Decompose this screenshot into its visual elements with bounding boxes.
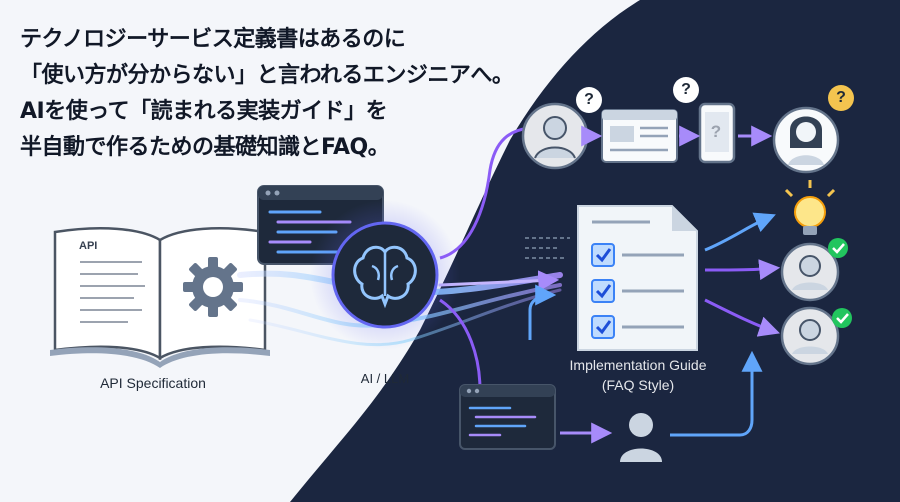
user-avatar-icon (521, 102, 589, 170)
user-avatar-icon (780, 306, 840, 366)
question-bubble-icon: ? (576, 87, 602, 113)
gear-icon (183, 257, 243, 317)
ai-output-connectors (439, 126, 531, 391)
phone-question-mark: ? (710, 122, 722, 141)
user-silhouette-icon (620, 413, 662, 462)
implementation-guide-caption: Implementation Guide (FAQ Style) (548, 355, 728, 395)
checkmark-icon (828, 238, 848, 258)
question-bubble-icon: ? (673, 77, 699, 103)
headline-line-4: 半自動で作るための基礎知識とFAQ。 (20, 135, 390, 160)
headline-line-1: テクノロジーサービス定義書はあるのに (20, 27, 406, 52)
lightbulb-icon (784, 180, 836, 235)
brain-icon (331, 221, 439, 329)
ai-llm-caption: AI / LLM (360, 371, 410, 386)
checkmark-icon (832, 308, 852, 328)
headline: テクノロジーサービス定義書はあるのに 「使い方が分からない」と言われるエンジニア… (20, 22, 514, 166)
code-window-icon (459, 384, 556, 450)
guide-caption-line-1: Implementation Guide (569, 357, 707, 373)
user-avatar-icon (780, 242, 840, 302)
api-specification-caption: API Specification (100, 375, 206, 391)
headline-line-2: 「使い方が分からない」と言われるエンジニアへ。 (20, 63, 514, 88)
user-avatar-icon (772, 106, 840, 174)
code-hint-lines (525, 237, 570, 259)
question-bubble-icon: ? (828, 85, 854, 111)
guide-caption-line-2: (FAQ Style) (601, 377, 675, 393)
headline-line-3: AIを使って「読まれる実装ガイド」を (20, 99, 388, 124)
browser-window-icon (601, 109, 678, 163)
flow-arrows-output (528, 212, 781, 437)
book-api-label: API (79, 240, 98, 252)
document-checklist-icon (577, 205, 698, 351)
smartphone-icon (698, 102, 736, 164)
